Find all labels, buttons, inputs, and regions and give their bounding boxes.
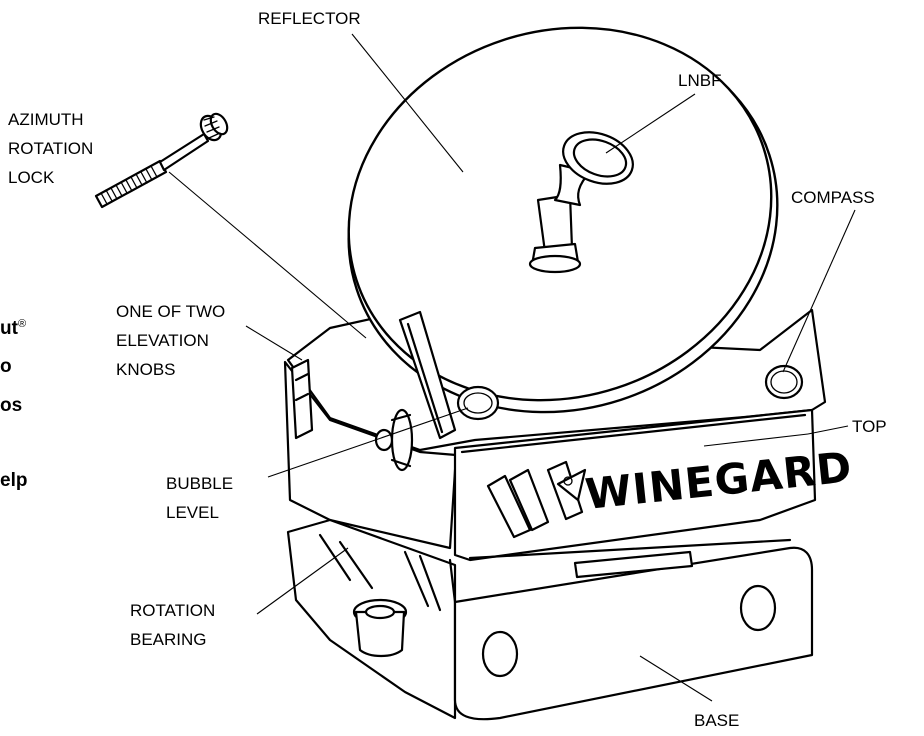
svg-text:ROTATION: ROTATION bbox=[130, 601, 215, 620]
label-compass: COMPASS bbox=[791, 188, 875, 207]
cut-off-text-line-3: os bbox=[0, 395, 22, 416]
svg-text:BEARING: BEARING bbox=[130, 630, 207, 649]
svg-text:BUBBLE: BUBBLE bbox=[166, 474, 233, 493]
cut-off-text-line-1: ut® bbox=[0, 318, 26, 339]
svg-text:LEVEL: LEVEL bbox=[166, 503, 219, 522]
cut-off-text: ut® o os elp bbox=[0, 318, 27, 491]
label-bubble-level: BUBBLE LEVEL bbox=[166, 474, 233, 522]
lnbf-illustration bbox=[528, 131, 634, 274]
bubble-level-illustration bbox=[456, 385, 500, 421]
base-illustration bbox=[286, 518, 814, 721]
leader-lines bbox=[168, 33, 856, 702]
label-base: BASE bbox=[694, 711, 739, 730]
label-rotation-bearing: ROTATION BEARING bbox=[130, 601, 215, 649]
svg-text:LOCK: LOCK bbox=[8, 168, 55, 187]
callout-labels: REFLECTOR LNBF AZIMUTH ROTATION LOCK COM… bbox=[8, 9, 887, 730]
svg-text:ONE OF TWO: ONE OF TWO bbox=[116, 302, 225, 321]
svg-text:ELEVATION: ELEVATION bbox=[116, 331, 209, 350]
svg-text:AZIMUTH: AZIMUTH bbox=[8, 110, 84, 129]
label-azimuth-rotation-lock: AZIMUTH ROTATION LOCK bbox=[8, 110, 93, 187]
cut-off-text-line-2: o bbox=[0, 356, 12, 377]
label-elevation-knobs: ONE OF TWO ELEVATION KNOBS bbox=[116, 302, 225, 379]
cut-off-text-line-4: elp bbox=[0, 470, 27, 491]
svg-text:ROTATION: ROTATION bbox=[8, 139, 93, 158]
azimuth-bolt-illustration bbox=[94, 112, 229, 209]
label-lnbf: LNBF bbox=[678, 71, 721, 90]
elevation-knob-illustration bbox=[374, 408, 414, 472]
label-top: TOP bbox=[852, 417, 887, 436]
label-reflector: REFLECTOR bbox=[258, 9, 361, 28]
svg-text:KNOBS: KNOBS bbox=[116, 360, 176, 379]
